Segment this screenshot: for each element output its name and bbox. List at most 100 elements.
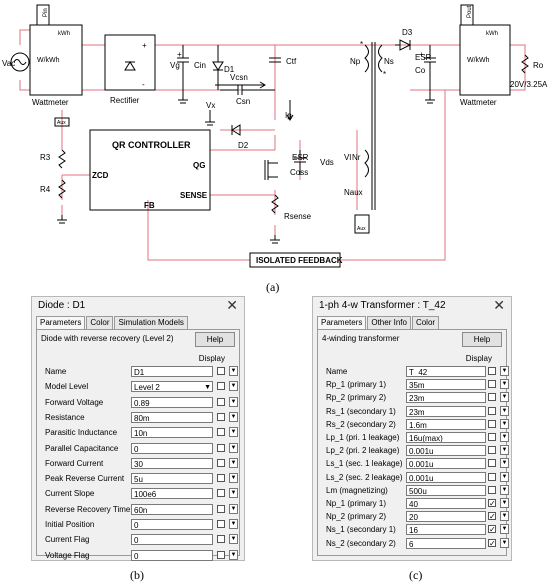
display-checkbox[interactable] [488, 393, 496, 402]
display-checkbox[interactable] [217, 550, 225, 559]
display-checkbox[interactable] [217, 443, 225, 452]
display-dropdown-icon[interactable]: ▼ [500, 405, 509, 416]
display-checkbox[interactable] [217, 428, 225, 437]
display-dropdown-icon[interactable]: ▼ [500, 366, 509, 376]
tab-simulation-models[interactable]: Simulation Models [114, 316, 188, 329]
display-dropdown-icon[interactable]: ▼ [500, 418, 509, 429]
display-dropdown-icon[interactable]: ▼ [229, 549, 238, 560]
display-checkbox[interactable] [217, 458, 225, 467]
parameter-input[interactable]: 6 [406, 537, 486, 549]
diode-close-icon[interactable]: ✕ [226, 297, 238, 313]
parameter-input[interactable]: D1 [131, 366, 213, 377]
parameter-input[interactable]: 0.001u [406, 458, 486, 470]
display-checkbox[interactable] [217, 367, 225, 375]
display-checkbox[interactable] [217, 412, 225, 421]
display-dropdown-icon[interactable]: ▼ [229, 427, 238, 438]
display-checkbox[interactable] [488, 419, 496, 428]
display-dropdown-icon[interactable]: ▼ [500, 484, 509, 495]
d1-label: D1 [224, 65, 235, 74]
tab-parameters[interactable]: Parameters [317, 316, 367, 329]
display-dropdown-icon[interactable]: ▼ [500, 458, 509, 469]
display-checkbox[interactable] [217, 382, 225, 391]
display-dropdown-icon[interactable]: ▼ [500, 524, 509, 535]
parameter-input[interactable]: 0 [131, 534, 213, 546]
display-dropdown-icon[interactable]: ▼ [500, 537, 509, 548]
parameter-row: Np_1 (primary 1)40✓▼ [318, 496, 509, 512]
parameter-input[interactable]: 60n [131, 503, 213, 515]
display-dropdown-icon[interactable]: ▼ [229, 534, 238, 545]
parameter-input[interactable]: 5u [131, 473, 213, 485]
display-dropdown-icon[interactable]: ▼ [500, 392, 509, 403]
display-checkbox[interactable] [488, 367, 496, 375]
parameter-input[interactable]: 30 [131, 457, 213, 469]
display-checkbox[interactable] [488, 446, 496, 455]
parameter-input[interactable]: 40 [406, 498, 486, 509]
display-checkbox[interactable]: ✓ [488, 512, 496, 522]
display-dropdown-icon[interactable]: ▼ [229, 366, 238, 376]
parameter-input[interactable]: 500u [406, 484, 486, 496]
display-dropdown-icon[interactable]: ▼ [229, 396, 238, 407]
parameter-input[interactable]: 100e6 [131, 488, 213, 500]
chevron-down-icon[interactable]: ▼ [204, 384, 211, 392]
parameter-input[interactable]: 0.001u [406, 471, 486, 483]
display-checkbox[interactable] [217, 520, 225, 528]
parameter-input[interactable]: 80m [131, 411, 213, 423]
parameter-input[interactable]: T_42 [406, 366, 486, 377]
display-checkbox[interactable] [217, 489, 225, 498]
display-checkbox[interactable] [217, 474, 225, 483]
display-checkbox[interactable] [488, 485, 496, 494]
tab-color[interactable]: Color [86, 316, 114, 329]
parameter-row: Lp_2 (pri. 2 leakage)0.001u▼ [318, 443, 509, 459]
parameter-input[interactable]: 23m [406, 392, 486, 404]
display-dropdown-icon[interactable]: ▼ [500, 379, 509, 390]
display-dropdown-icon[interactable]: ▼ [500, 445, 509, 456]
display-dropdown-icon[interactable]: ▼ [500, 471, 509, 482]
display-checkbox[interactable] [217, 535, 225, 544]
display-dropdown-icon[interactable]: ▼ [500, 511, 509, 522]
display-dropdown-icon[interactable]: ▼ [229, 411, 238, 422]
parameter-input[interactable]: 0.89 [131, 396, 213, 408]
parameter-input[interactable]: 0 [131, 549, 213, 561]
csn-label: Csn [236, 97, 250, 106]
display-dropdown-icon[interactable]: ▼ [229, 473, 238, 484]
display-dropdown-icon[interactable]: ▼ [500, 498, 509, 508]
parameter-select[interactable]: Level 2▼ [131, 381, 213, 393]
display-dropdown-icon[interactable]: ▼ [229, 457, 238, 468]
parameter-input[interactable]: 16u(max) [406, 432, 486, 443]
display-checkbox[interactable] [488, 380, 496, 389]
display-checkbox[interactable] [217, 397, 225, 406]
parameter-input[interactable]: 0 [131, 519, 213, 530]
parameter-input[interactable]: 16 [406, 524, 486, 536]
display-checkbox[interactable]: ✓ [488, 538, 496, 548]
parameter-input[interactable]: 1.6m [406, 418, 486, 430]
display-checkbox[interactable] [488, 459, 496, 468]
parameter-label: Forward Voltage [45, 397, 104, 407]
tab-other-info[interactable]: Other Info [367, 316, 411, 329]
display-dropdown-icon[interactable]: ▼ [229, 503, 238, 514]
display-dropdown-icon[interactable]: ▼ [229, 381, 238, 392]
parameter-row: Rp_1 (primary 1)35m▼ [318, 377, 509, 393]
parameter-input[interactable]: 20 [406, 511, 486, 523]
display-dropdown-icon[interactable]: ▼ [229, 488, 238, 499]
transformer-help-button[interactable]: Help [462, 332, 502, 347]
parameter-input[interactable]: 0.001u [406, 445, 486, 457]
display-checkbox[interactable] [488, 406, 496, 415]
tab-color[interactable]: Color [411, 316, 440, 329]
tab-parameters[interactable]: Parameters [36, 316, 86, 329]
parameter-input[interactable]: 23m [406, 405, 486, 417]
display-dropdown-icon[interactable]: ▼ [500, 432, 509, 442]
display-checkbox[interactable] [488, 433, 496, 441]
parameter-input[interactable]: 10n [131, 427, 213, 439]
parameter-input[interactable]: 0 [131, 442, 213, 454]
diode-help-button[interactable]: Help [195, 332, 235, 347]
display-checkbox[interactable] [488, 472, 496, 481]
display-checkbox[interactable]: ✓ [488, 499, 496, 508]
parameter-input[interactable]: 35m [406, 379, 486, 391]
display-checkbox[interactable]: ✓ [488, 525, 496, 535]
display-checkbox[interactable] [217, 504, 225, 513]
transformer-close-icon[interactable]: ✕ [493, 297, 505, 313]
display-dropdown-icon[interactable]: ▼ [229, 442, 238, 453]
parameter-value: 80m [134, 413, 150, 423]
display-dropdown-icon[interactable]: ▼ [229, 519, 238, 529]
